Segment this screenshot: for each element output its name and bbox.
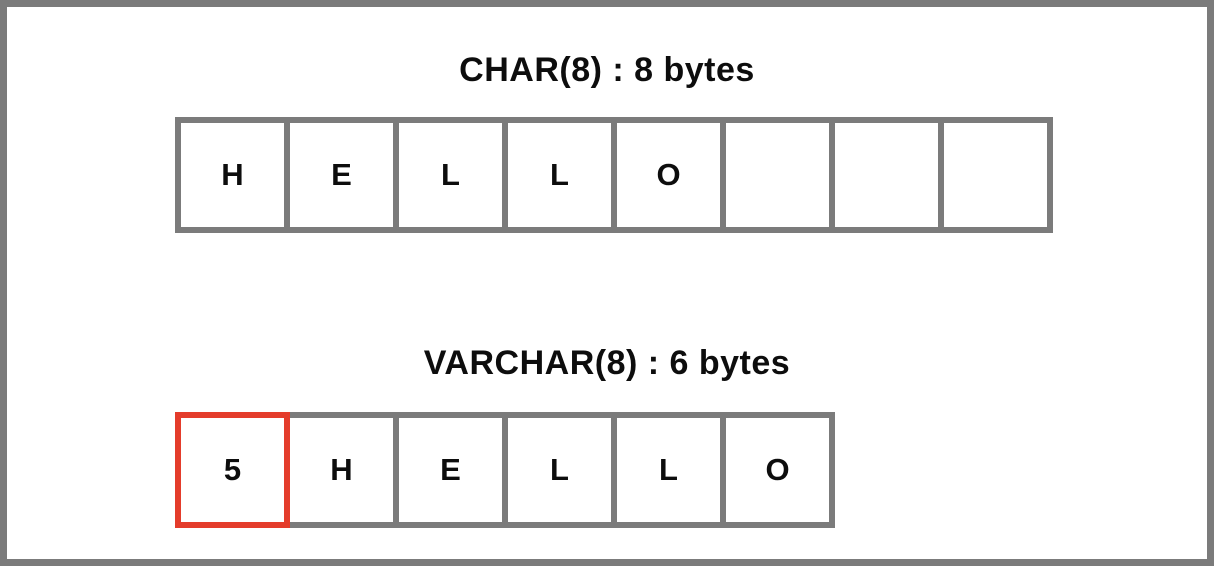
memory-cell: E (393, 412, 508, 528)
memory-cell (829, 117, 944, 233)
length-byte-cell: 5 (175, 412, 290, 528)
memory-cell (720, 117, 835, 233)
memory-cell: O (720, 412, 835, 528)
memory-cell: L (611, 412, 726, 528)
memory-cell: O (611, 117, 726, 233)
memory-cell: H (175, 117, 290, 233)
memory-cell (938, 117, 1053, 233)
memory-cell: H (284, 412, 399, 528)
char-section-title: CHAR(8) : 8 bytes (459, 51, 755, 89)
memory-cell: E (284, 117, 399, 233)
varchar-section-title: VARCHAR(8) : 6 bytes (423, 344, 791, 382)
memory-cell: L (502, 117, 617, 233)
memory-cell: L (393, 117, 508, 233)
memory-cell: L (502, 412, 617, 528)
